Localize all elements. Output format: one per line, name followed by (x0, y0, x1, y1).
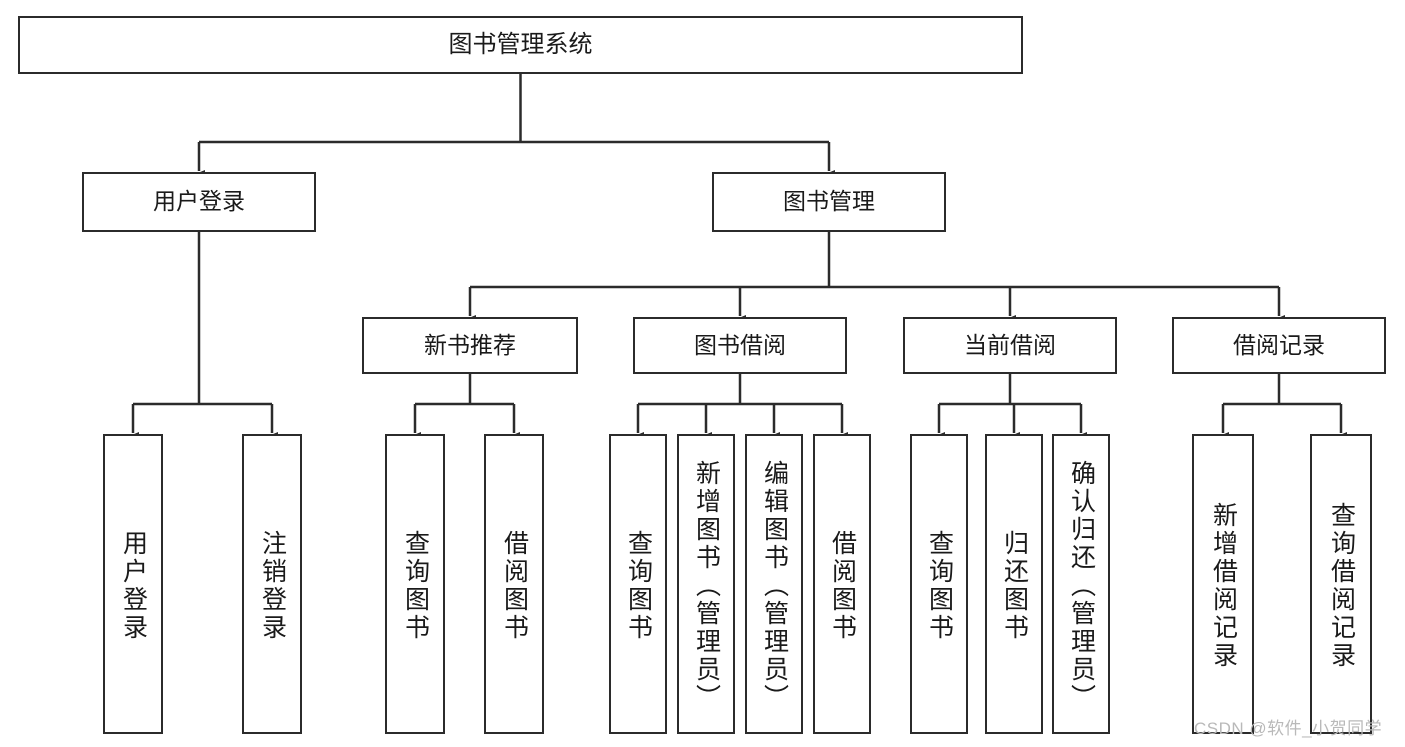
node-current-borrow[interactable]: 当前借阅 (903, 317, 1117, 374)
node-leaf-edit-book[interactable]: 编辑图书（管理员） (745, 434, 803, 734)
node-leaf-borrow-book-2[interactable]: 借阅图书 (813, 434, 871, 734)
node-label-book-borrow: 图书借阅 (694, 331, 786, 358)
node-leaf-add-book[interactable]: 新增图书（管理员） (677, 434, 735, 734)
node-label-leaf-user-login: 用户登录 (119, 530, 148, 642)
node-label-new-book-rec: 新书推荐 (424, 331, 516, 358)
node-label-leaf-return-book: 归还图书 (1000, 530, 1029, 642)
node-leaf-borrow-book-1[interactable]: 借阅图书 (484, 434, 544, 734)
node-book-borrow[interactable]: 图书借阅 (633, 317, 847, 374)
node-leaf-user-login[interactable]: 用户登录 (103, 434, 163, 734)
node-label-root: 图书管理系统 (448, 30, 593, 58)
node-label-leaf-edit-book: 编辑图书（管理员） (760, 460, 789, 712)
node-label-leaf-confirm-return: 确认归还（管理员） (1067, 460, 1096, 712)
node-label-leaf-borrow-book-1: 借阅图书 (500, 530, 529, 642)
node-label-book-manage: 图书管理 (783, 188, 875, 215)
node-user-login[interactable]: 用户登录 (82, 172, 316, 232)
node-leaf-query-book-1[interactable]: 查询图书 (385, 434, 445, 734)
node-root[interactable]: 图书管理系统 (18, 16, 1023, 74)
watermark-text: CSDN @软件_小贺同学 (1194, 719, 1383, 738)
node-label-leaf-add-book: 新增图书（管理员） (692, 460, 721, 712)
node-label-current-borrow: 当前借阅 (964, 331, 1056, 358)
node-leaf-query-record[interactable]: 查询借阅记录 (1310, 434, 1372, 734)
node-leaf-return-book[interactable]: 归还图书 (985, 434, 1043, 734)
node-label-leaf-add-record: 新增借阅记录 (1209, 502, 1238, 670)
node-label-leaf-query-record: 查询借阅记录 (1327, 502, 1356, 670)
node-leaf-query-book-2[interactable]: 查询图书 (609, 434, 667, 734)
node-leaf-logout[interactable]: 注销登录 (242, 434, 302, 734)
node-label-leaf-query-book-1: 查询图书 (401, 530, 430, 642)
node-label-borrow-record: 借阅记录 (1233, 331, 1325, 358)
node-leaf-add-record[interactable]: 新增借阅记录 (1192, 434, 1254, 734)
node-leaf-query-book-3[interactable]: 查询图书 (910, 434, 968, 734)
node-book-manage[interactable]: 图书管理 (712, 172, 946, 232)
node-new-book-rec[interactable]: 新书推荐 (362, 317, 578, 374)
node-label-leaf-logout: 注销登录 (258, 530, 287, 642)
node-label-leaf-query-book-2: 查询图书 (624, 530, 653, 642)
node-label-leaf-borrow-book-2: 借阅图书 (828, 530, 857, 642)
node-leaf-confirm-return[interactable]: 确认归还（管理员） (1052, 434, 1110, 734)
node-borrow-record[interactable]: 借阅记录 (1172, 317, 1386, 374)
node-label-user-login: 用户登录 (153, 188, 245, 215)
node-label-leaf-query-book-3: 查询图书 (925, 530, 954, 642)
